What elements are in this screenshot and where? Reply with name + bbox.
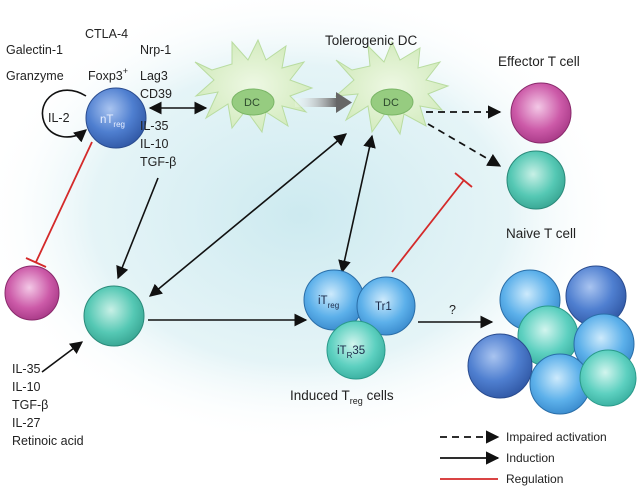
- tolerogenic-dc-title: Tolerogenic DC: [325, 33, 418, 48]
- ntreg-cytokine-il35: IL-35: [140, 119, 169, 133]
- effector-t-cell: [510, 82, 572, 144]
- itr35-label: iTR35: [337, 345, 365, 360]
- expanded-cell-cluster: [467, 265, 637, 415]
- legend-regulation-label: Regulation: [506, 472, 563, 486]
- dc-label: DC: [244, 97, 260, 109]
- ntreg-label: nTreg: [100, 114, 125, 129]
- tr1-cell: Tr1: [356, 276, 416, 336]
- ntreg-marker-granzyme: Granzyme: [6, 69, 64, 83]
- legend-impaired-label: Impaired activation: [506, 430, 607, 444]
- induced-treg-caption: Induced Treg cells: [290, 388, 394, 406]
- ntreg-marker-nrp1: Nrp-1: [140, 43, 171, 57]
- induction-factor-tgfb: TGF-β: [12, 398, 48, 412]
- ntreg-marker-cd39: CD39: [140, 87, 172, 101]
- expansion-question-mark: ?: [449, 303, 456, 317]
- naive-t-cell-label: Naive T cell: [506, 226, 576, 241]
- ntreg-marker-lag3: Lag3: [140, 69, 168, 83]
- regulation-tr1-line: [391, 172, 473, 273]
- induction-factor-il10: IL-10: [12, 380, 41, 394]
- il2-label: IL-2: [48, 111, 70, 125]
- dc-cell: DC: [194, 38, 314, 134]
- regulated-t-cell: [4, 265, 60, 321]
- regulation-ntreg-line: [25, 141, 93, 268]
- precursor-t-cell: [83, 285, 145, 347]
- factors-to-precursor-arrow: [41, 341, 84, 373]
- impaired-arrow-naive: [427, 123, 502, 167]
- tr1-label: Tr1: [375, 301, 392, 313]
- itreg-cell: iTreg: [303, 269, 365, 331]
- ntreg-marker-galectin: Galectin-1: [6, 43, 63, 57]
- ntreg-marker-ctla4: CTLA-4: [85, 27, 128, 41]
- dc-maturation-arrow: [295, 92, 352, 113]
- effector-t-cell-label: Effector T cell: [498, 54, 580, 69]
- ntreg-marker-foxp3: Foxp3+: [88, 66, 128, 83]
- legend-induction-label: Induction: [506, 451, 555, 465]
- itreg-label: iTreg: [318, 295, 339, 310]
- tolerogenic-dc-cell: DC: [334, 40, 450, 136]
- induction-factor-retinoic-acid: Retinoic acid: [12, 434, 84, 448]
- ntreg-cell: nTreg: [85, 87, 147, 149]
- ntreg-cytokine-il10: IL-10: [140, 137, 169, 151]
- tolerogenic-dc-itreg-arrow: [338, 134, 376, 274]
- legend: Impaired activation Induction Regulation: [440, 430, 607, 486]
- induction-factor-il35: IL-35: [12, 362, 41, 376]
- tolerogenic-dc-label: DC: [383, 97, 399, 109]
- il2-loop-arrow: [41, 89, 87, 143]
- ntreg-cytokine-tgfb: TGF-β: [140, 155, 176, 169]
- precursor-tolerogenic-dc-arrow: [149, 133, 347, 297]
- induction-factor-il27: IL-27: [12, 416, 41, 430]
- itr35-cell: iTR35: [326, 320, 386, 380]
- naive-t-cell: [506, 150, 566, 210]
